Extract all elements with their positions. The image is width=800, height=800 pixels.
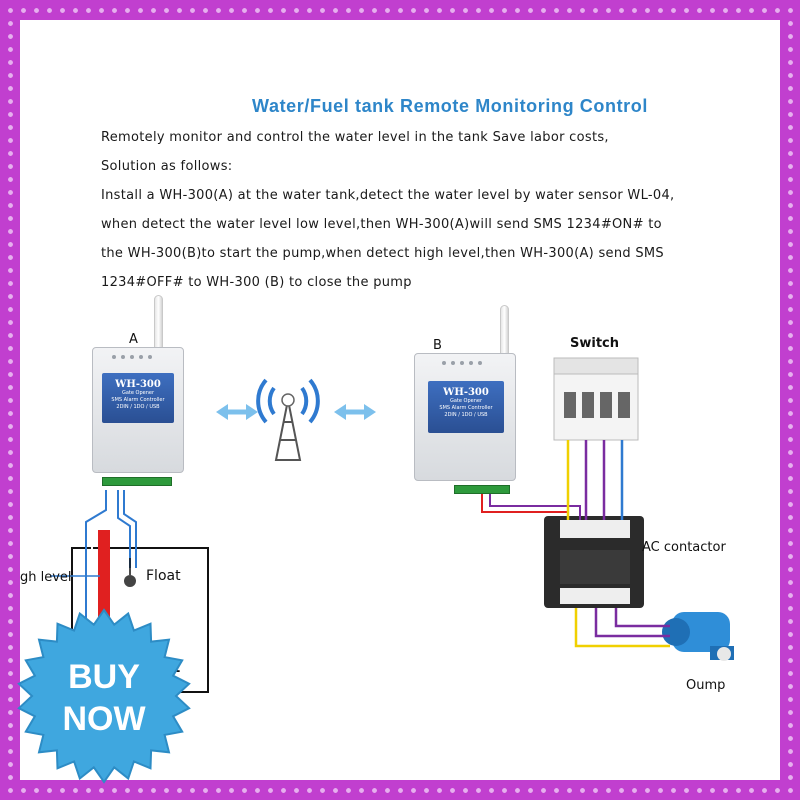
wiring-diagram [50,357,734,693]
description-line-6: 1234#OFF# to WH-300 (B) to close the pum… [101,275,412,290]
switch-label: Switch [570,336,620,351]
buy-now-badge[interactable] [0,600,200,800]
sensor-wire-4 [123,490,137,568]
device-a-panel: WH-300 Gate Opener SMS Alarm Controller … [102,373,174,423]
description-line-3: Install a WH-300(A) at the water tank,de… [101,188,675,203]
sensor-wire-2 [91,490,113,680]
device-b-line3: 2DIN / 1DO / USB [444,412,488,418]
wire-yellow-2 [574,608,670,648]
buy-now-line1: BUY [68,658,140,696]
device-b-label: B [433,338,442,353]
signal-tower-icon [256,378,320,461]
device-b: WH-300 Gate Opener SMS Alarm Controller … [414,305,534,505]
device-a-line3: 2DIN / 1DO / USB [116,404,160,410]
device-a-line2: SMS Alarm Controller [111,397,165,403]
device-a-model: WH-300 [115,379,161,390]
status-leds-a [112,355,152,359]
buy-now-text[interactable]: BUY NOW [34,656,174,740]
pump-label: Oump [686,678,726,693]
description-line-1: Remotely monitor and control the water l… [101,130,609,145]
description-line-4: when detect the water level low level,th… [101,217,662,232]
device-b-line1: Gate Opener [449,398,483,404]
high-level-label: gh level [20,570,72,585]
device-b-model: WH-300 [443,387,489,398]
wire-purple-b [489,490,581,520]
device-a: WH-300 Gate Opener SMS Alarm Controller … [92,295,212,495]
arrow-left-icon [216,404,258,420]
switch-breaker [553,357,639,441]
page-title: Water/Fuel tank Remote Monitoring Contro… [252,96,648,116]
status-leds-b [442,361,482,365]
description-line-5: the WH-300(B)to start the pump,when dete… [101,246,664,261]
wire-purple-3 [594,608,670,638]
buy-now-line2: NOW [62,700,146,738]
terminal-block-a [102,477,172,486]
sensor-wire-1 [85,490,107,680]
ac-contactor-label: AC contactor [642,540,726,555]
sensor-wire-3 [117,490,131,568]
device-b-line2: SMS Alarm Controller [439,405,493,411]
float-ball [124,575,136,587]
badge-starburst [17,608,191,784]
device-b-panel: WH-300 Gate Opener SMS Alarm Controller … [428,381,504,433]
terminal-block-b [454,485,510,494]
description-line-2: Solution as follows: [101,159,233,174]
ac-contactor [544,516,644,608]
device-a-label: A [129,332,138,347]
float-label: Float [146,568,181,584]
pump-motor [662,612,734,661]
device-a-line1: Gate Opener [121,390,155,396]
arrow-right-icon [334,404,376,420]
wire-purple-4 [614,608,670,628]
